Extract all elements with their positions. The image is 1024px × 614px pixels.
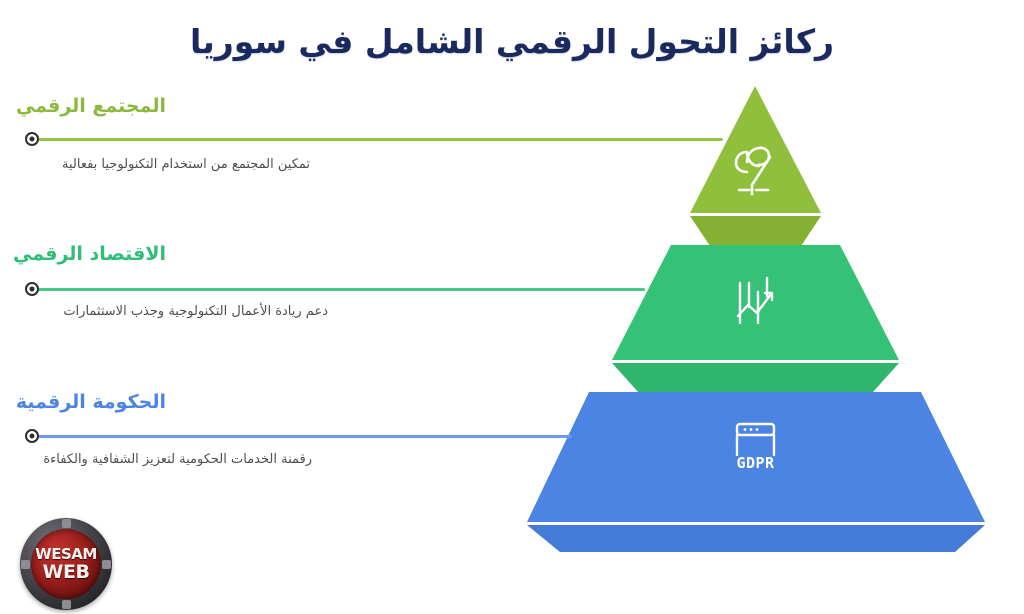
logo-nub-bottom [61, 600, 71, 609]
pyramid-tier-digital-society[interactable] [690, 86, 821, 246]
connector-line-digital-economy [36, 288, 645, 291]
logo-nub-top [61, 519, 71, 528]
connector-line-digital-government [36, 435, 572, 438]
connector-dot-digital-society [25, 132, 39, 146]
logo-line-2: WEB [42, 560, 90, 583]
tier-description-digital-government: رقمنة الخدمات الحكومية لتعزيز الشفافية و… [43, 452, 312, 467]
tier-label-digital-economy: الاقتصاد الرقمي [13, 243, 166, 265]
tier3-face [527, 392, 985, 522]
tier1-base-shade [690, 216, 821, 246]
tier-description-digital-economy: دعم ريادة الأعمال التكنولوجية وجذب الاست… [63, 304, 328, 319]
pyramid-tier-digital-government[interactable]: GDPR [527, 392, 985, 552]
tier-label-digital-government: الحكومة الرقمية [15, 391, 166, 413]
growth-chart-icon [736, 276, 774, 325]
logo-inner-badge [31, 529, 101, 599]
tier2-face [612, 245, 899, 360]
connector-dot-digital-government [25, 429, 39, 443]
sprout-icon [734, 146, 772, 196]
logo-line-1: WESAM [35, 544, 97, 563]
logo-wordmark: WESAM WEB [20, 518, 112, 610]
tier3-base-shade [527, 525, 985, 552]
gdpr-browser-icon [735, 422, 776, 457]
tier-description-digital-society: تمكين المجتمع من استخدام التكنولوجيا بفع… [62, 157, 310, 172]
tier2-base-shade [612, 363, 899, 393]
logo-nub-right [102, 559, 111, 569]
tier-label-digital-society: المجتمع الرقمي [15, 95, 166, 117]
connector-dot-digital-economy [25, 282, 39, 296]
logo-nub-left [21, 559, 30, 569]
wesam-web-logo[interactable]: WESAM WEB [20, 518, 112, 610]
gdpr-icon-label: GDPR [736, 454, 775, 472]
pyramid-tier-digital-economy[interactable] [612, 245, 899, 393]
connector-line-digital-society [36, 138, 723, 141]
tier1-face [690, 86, 821, 213]
page-title: ركائز التحول الرقمي الشامل في سوريا [189, 22, 835, 61]
